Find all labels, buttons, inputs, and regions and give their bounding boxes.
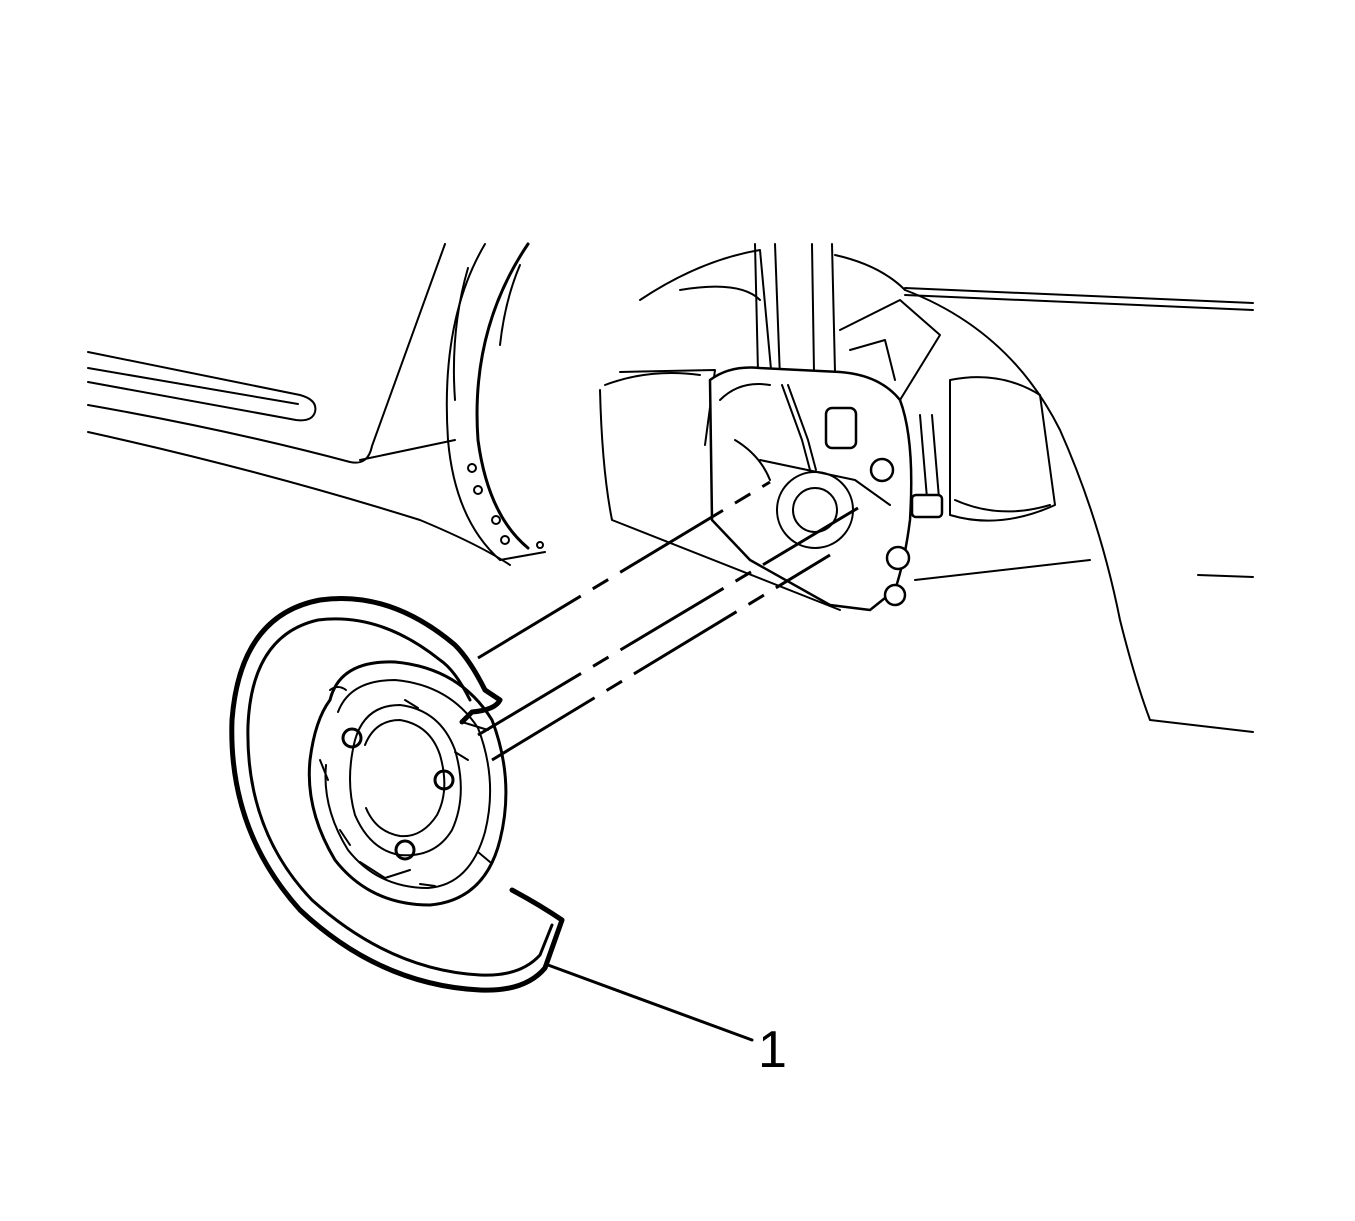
rocker-panel <box>87 243 511 566</box>
rear-body-panel <box>904 287 1254 733</box>
suspension-assembly <box>599 243 1091 612</box>
alignment-lines <box>477 480 859 762</box>
callout-label-1: 1 <box>758 1021 787 1079</box>
wheel-arch-liner <box>445 242 546 561</box>
callout-leader <box>546 963 754 1042</box>
brake-shield <box>229 595 565 993</box>
